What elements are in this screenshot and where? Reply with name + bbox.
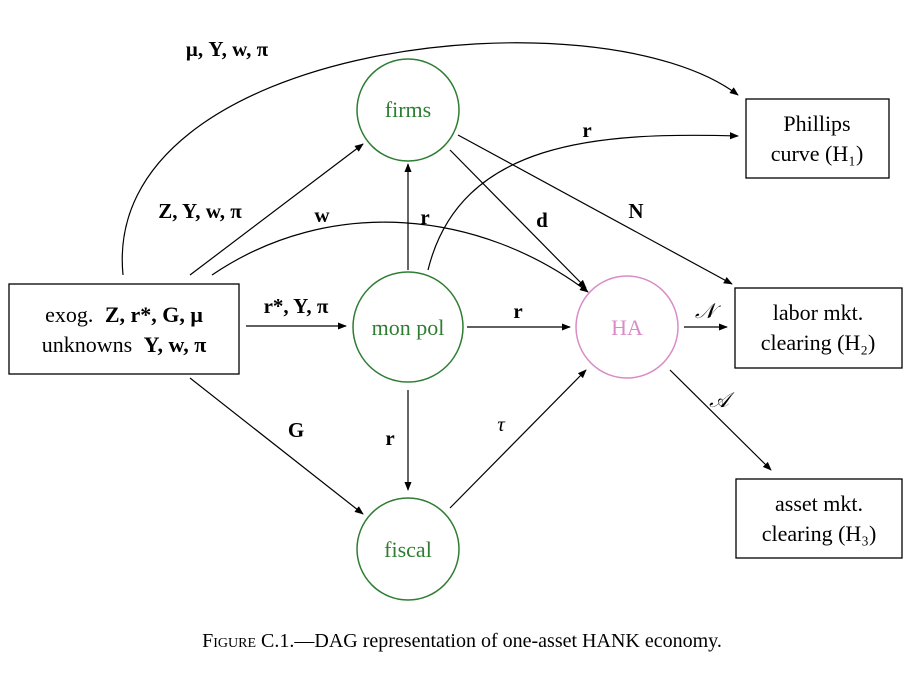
phillips-line1: Phillips [783,111,850,136]
node-ha-label: HA [611,315,643,340]
asset-line2: clearing (H₃) [762,521,877,546]
edge-exog-to-firms [189,143,364,276]
node-fiscal: fiscal [356,497,460,601]
edge-exog-to-fiscal [189,377,364,515]
exog-vars: Z, r*, G, μ [105,302,204,327]
label-firms-to-labor: N [628,199,643,223]
svg-text:exog. Z, r*, G, μ: exog. Z, r*, G, μ [45,302,203,327]
label-monpol-to-firms: r [420,205,429,229]
edges [121,42,772,515]
node-firms: firms [356,58,460,162]
figure-caption: Figure C.1.—DAG representation of one-as… [0,630,924,653]
node-fiscal-label: fiscal [384,537,432,562]
label-ha-to-labor: 𝒩 [695,299,721,323]
label-monpol-to-phillips: r [582,118,591,142]
label-monpol-to-ha: r [513,299,522,323]
label-exog-to-monpol: r*, Y, π [264,294,329,318]
edge-exog-to-phillips [121,42,739,276]
node-firms-label: firms [385,97,431,122]
edge-exog-to-ha-w [211,221,589,293]
box-exog: exog. Z, r*, G, μ unknowns Y, w, π [8,283,240,375]
label-w-arc: w [314,203,330,227]
label-monpol-to-fiscal: r [385,426,394,450]
unknowns-vars: Y, w, π [144,332,207,357]
label-ha-to-asset: 𝒜 [709,388,735,412]
exog-prefix: exog. [45,302,93,327]
svg-text:unknowns Y, w, π: unknowns Y, w, π [42,332,207,357]
unknowns-prefix: unknowns [42,332,132,357]
label-top-arc: μ, Y, w, π [186,37,269,61]
node-ha: HA [575,275,679,379]
labor-line1: labor mkt. [773,300,863,325]
edge-monpol-to-phillips [427,132,739,271]
caption-text: —DAG representation of one-asset HANK ec… [294,630,722,652]
node-monpol-label: mon pol [372,315,445,340]
edge-firms-to-ha [449,149,587,289]
edge-fiscal-to-ha [449,369,587,509]
asset-line1: asset mkt. [775,491,863,516]
box-phillips: Phillips curve (H₁) [745,98,890,179]
label-firms-to-ha: d [536,208,548,232]
box-labor: labor mkt. clearing (H₂) [734,287,903,369]
label-fiscal-to-ha: τ [497,412,506,436]
phillips-line2: curve (H₁) [771,141,864,166]
edge-ha-to-asset [669,369,772,471]
label-exog-to-fiscal: G [288,418,304,442]
labor-line2: clearing (H₂) [761,330,876,355]
edge-firms-to-labor [457,134,733,285]
caption-label: Figure C.1. [202,630,295,652]
box-asset: asset mkt. clearing (H₃) [735,478,903,559]
label-exog-to-firms: Z, Y, w, π [158,199,242,223]
node-monpol: mon pol [352,271,464,383]
